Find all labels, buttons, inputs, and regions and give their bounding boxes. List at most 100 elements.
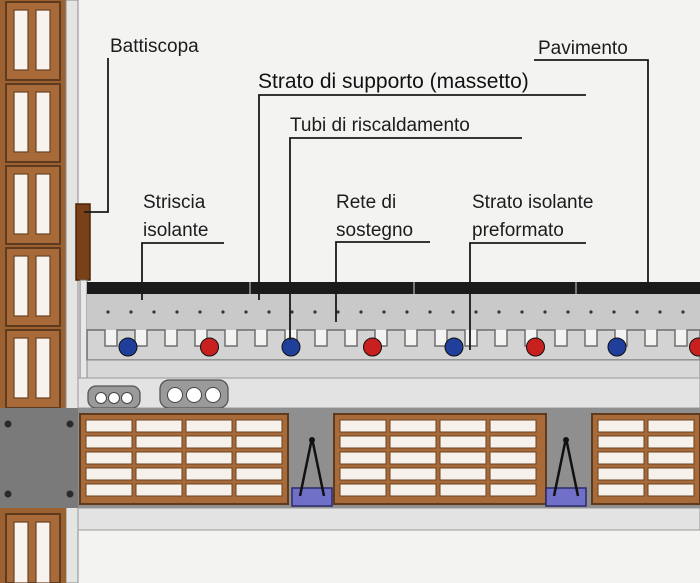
slab-hollow-blocks [79,413,700,505]
mesh-dot [198,310,202,314]
leader-strato-isolante [469,242,586,350]
block-cavity [339,435,387,449]
leader-strato-supporto [258,94,586,300]
mesh-dot [589,310,593,314]
leader-tubi [289,137,522,340]
block-cavity [135,451,183,465]
leader-battiscopa [84,58,109,213]
label-striscia-line1: Striscia [143,192,206,213]
wall-brick-hole [13,337,29,399]
label-battiscopa: Battiscopa [110,36,199,57]
block-cavity [235,483,283,497]
conduit-bundle-2 [159,379,229,409]
wall-brick-hole [35,173,51,235]
block-cavity [135,419,183,433]
block-cavity [647,451,695,465]
block-cavity [389,419,437,433]
block-cavity [85,467,133,481]
pipe-hot [200,337,219,357]
block-cavity [185,451,233,465]
label-rete-line1: Rete di [336,192,396,213]
block-cavity [597,419,645,433]
mesh-dot [612,310,616,314]
block-cavity [597,451,645,465]
block-cavity [389,451,437,465]
floor-joints [249,282,577,294]
mesh-dot [451,310,455,314]
block-cavity [647,419,695,433]
wall-brick-hole [35,9,51,71]
block-cavity [489,435,537,449]
mesh-dot [405,310,409,314]
mesh-dot [267,310,271,314]
pipe-cold [118,337,138,357]
mesh-dot [382,310,386,314]
mesh-dot [106,310,110,314]
block-cavity [439,483,487,497]
block-cavity [647,435,695,449]
block-cavity [597,435,645,449]
label-tubi: Tubi di riscaldamento [290,115,470,136]
block-cavity [489,483,537,497]
mesh-dot [152,310,156,314]
block-cavity [135,483,183,497]
block-cavity [389,483,437,497]
mesh-dot [497,310,501,314]
mesh-dot [658,310,662,314]
block-cavity [235,419,283,433]
block-cavity [339,467,387,481]
joist-top-bar [309,437,315,443]
joist-base [545,487,587,507]
block-cavity [647,467,695,481]
wall-brick-hole [35,91,51,153]
block-cavity [185,435,233,449]
block-cavity [489,467,537,481]
mesh-dot [635,310,639,314]
block-cavity [339,419,387,433]
pipe-cold [444,337,464,357]
lower-brick-wall [0,508,66,583]
block-cavity [85,419,133,433]
block-cavity [185,467,233,481]
mesh-dot [336,310,340,314]
label-pavimento: Pavimento [538,38,628,59]
block-cavity [439,435,487,449]
label-strato-isolante-line2: preformato [472,220,564,241]
leader-rete [335,241,430,322]
block-cavity [85,451,133,465]
mesh-dot [543,310,547,314]
pipe-hot [689,337,700,357]
mesh-dot [359,310,363,314]
label-strato-supporto: Strato di supporto (massetto) [258,70,529,93]
block-cavity [235,451,283,465]
mesh-dot [566,310,570,314]
block-cavity [235,467,283,481]
block-cavity [489,451,537,465]
joist-top-bar [563,437,569,443]
insulation-base [86,359,700,379]
mesh-dot [244,310,248,314]
label-rete-line2: sostegno [336,220,413,241]
block-cavity [85,483,133,497]
block-cavity [439,451,487,465]
pipe-hot [363,337,382,357]
mesh-dot [313,310,317,314]
block-cavity [439,467,487,481]
support-mesh-dots [106,310,685,314]
pipe-cold [607,337,627,357]
wall-brick-hole [13,91,29,153]
block-cavity [389,435,437,449]
block-cavity [389,467,437,481]
mesh-dot [175,310,179,314]
ring-beam [0,408,78,508]
wall-brick-hole [13,9,29,71]
block-cavity [597,483,645,497]
block-cavity [135,435,183,449]
mesh-dot [221,310,225,314]
label-striscia-line2: isolante [143,220,209,241]
mesh-dot [290,310,294,314]
mesh-dot [428,310,432,314]
wall-brick-hole [35,255,51,317]
